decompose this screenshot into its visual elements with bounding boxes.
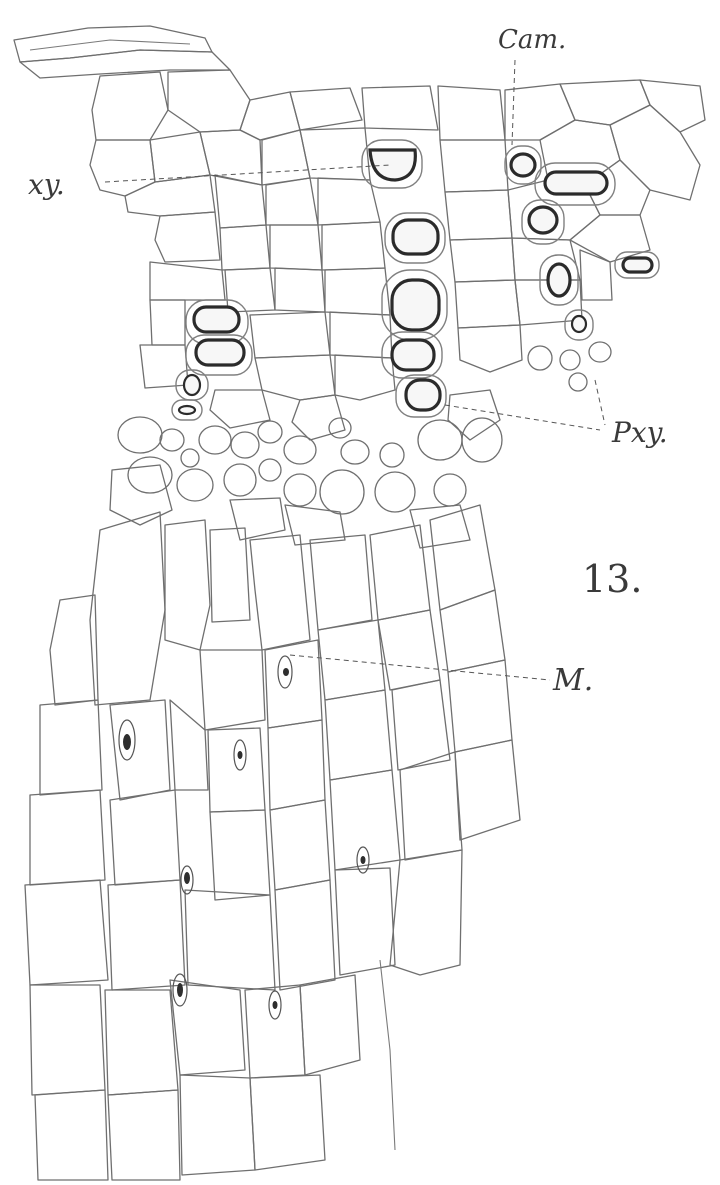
small-cells-zone (110, 342, 611, 548)
label-medulla: M. (552, 663, 593, 698)
medulla-cells (25, 505, 520, 1180)
label-protoxylem: Pxy. (611, 416, 668, 449)
label-xylem: xy. (28, 168, 65, 201)
cortex-strip (14, 26, 230, 78)
label-cambium: Cam. (498, 25, 566, 55)
nuclei (119, 656, 369, 1019)
leader-lines (105, 60, 605, 680)
figure-number: 13. (582, 557, 642, 601)
